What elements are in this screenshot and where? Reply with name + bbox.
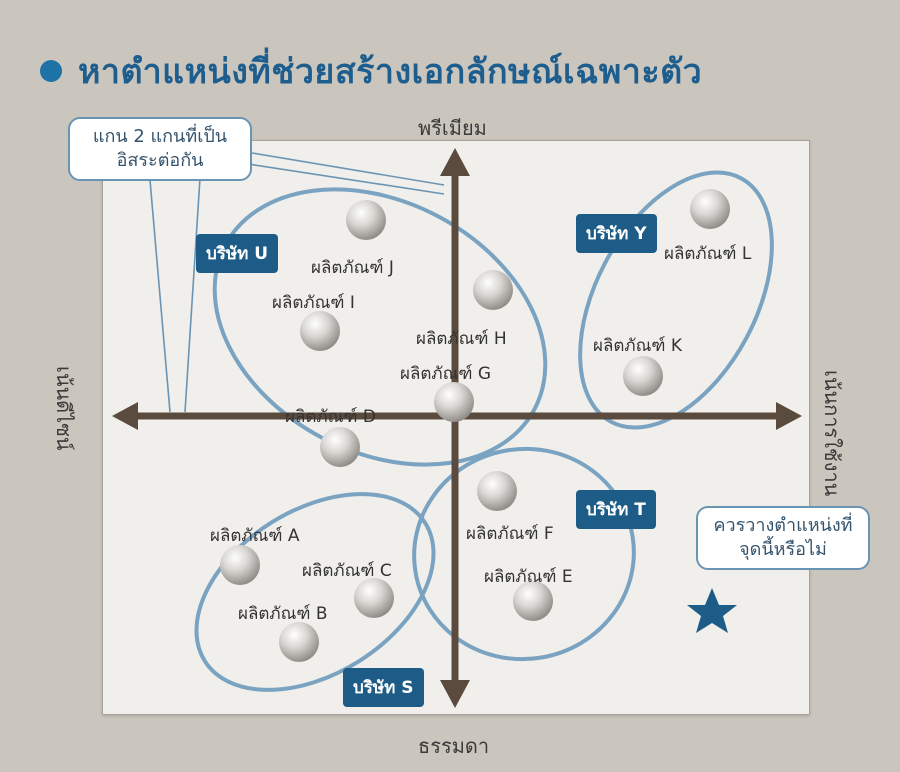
product-label-a: ผลิตภัณฑ์ A	[210, 526, 300, 546]
product-c-dot	[354, 578, 394, 618]
callout-axes-pointer-top	[221, 147, 445, 186]
product-f-dot	[477, 471, 517, 511]
star-icon	[687, 588, 737, 633]
callout-axes: แกน 2 แกนที่เป็นอิสระต่อกัน	[68, 117, 252, 181]
product-label-e: ผลิตภัณฑ์ E	[484, 567, 573, 587]
product-label-h: ผลิตภัณฑ์ H	[416, 329, 507, 349]
product-label-g: ผลิตภัณฑ์ G	[400, 364, 492, 384]
axis-label-bottom: ธรรมดา	[418, 734, 490, 758]
product-l-dot	[690, 189, 730, 229]
product-label-d: ผลิตภัณฑ์ D	[285, 407, 377, 427]
axis-label-top: พรีเมียม	[418, 116, 487, 140]
axis-arrow-left	[112, 402, 138, 430]
page-title: หาตำแหน่งที่ช่วยสร้างเอกลักษณ์เฉพาะตัว	[40, 44, 800, 98]
axis-label-right: เน้นการใช้งาน	[820, 370, 844, 497]
callout-question: ควรวางตำแหน่งที่จุดนี้หรือไม่	[696, 506, 870, 570]
product-d-dot	[320, 427, 360, 467]
callout-axes-pointer-left	[184, 177, 201, 413]
axis-arrow-up	[440, 148, 470, 176]
ring-company-y	[578, 170, 774, 430]
product-label-b: ผลิตภัณฑ์ B	[238, 604, 328, 624]
product-h-dot	[473, 270, 513, 310]
title-text: หาตำแหน่งที่ช่วยสร้างเอกลักษณ์เฉพาะตัว	[78, 52, 703, 92]
axis-arrow-right	[776, 402, 802, 430]
product-label-k: ผลิตภัณฑ์ K	[593, 336, 683, 356]
product-i-dot	[300, 311, 340, 351]
product-k-dot	[623, 356, 663, 396]
product-a-dot	[220, 545, 260, 585]
product-b-dot	[279, 622, 319, 662]
title-bullet-icon	[40, 60, 62, 82]
callout-axes-pointer-left-2	[149, 179, 171, 413]
company-badge-t: บริษัท T	[576, 490, 656, 529]
ring-company-t	[412, 446, 636, 662]
axis-label-left: เน้นดีไซน์	[52, 366, 76, 451]
company-badge-s: บริษัท S	[343, 668, 424, 707]
product-label-l: ผลิตภัณฑ์ L	[664, 244, 752, 264]
product-label-c: ผลิตภัณฑ์ C	[302, 561, 392, 581]
axis-arrow-down	[440, 680, 470, 708]
ring-company-s	[194, 492, 436, 692]
callout-axes-pointer-top-2	[221, 159, 445, 195]
company-badge-u: บริษัท U	[196, 234, 279, 273]
company-badge-y: บริษัท Y	[576, 214, 657, 253]
ring-company-u	[212, 187, 548, 467]
product-label-j: ผลิตภัณฑ์ J	[311, 258, 394, 278]
product-g-dot	[434, 382, 474, 422]
product-label-f: ผลิตภัณฑ์ F	[466, 524, 554, 544]
product-e-dot	[513, 581, 553, 621]
product-j-dot	[346, 200, 386, 240]
product-label-i: ผลิตภัณฑ์ I	[272, 293, 355, 313]
